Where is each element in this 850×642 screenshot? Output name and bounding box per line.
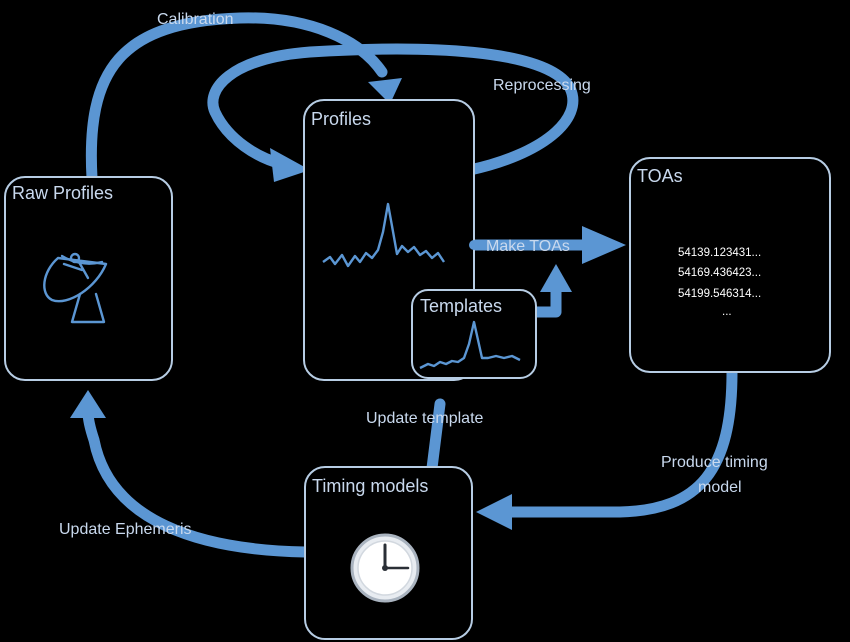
raw-profiles-title: Raw Profiles [12,183,113,203]
templates-box [411,289,537,379]
profiles-title: Profiles [311,109,371,129]
toas-title: TOAs [637,166,683,186]
produce-timing-model-arrow [504,366,738,518]
reprocessing-label: Reprocessing [493,77,591,94]
reprocessing-arrowhead [270,148,310,182]
calibration-arrowhead [368,78,402,104]
toa-value: 54199.546314... [678,288,761,300]
produce-timing-model-label: Produce timing [661,454,768,471]
make-toas-connector-dot [469,240,479,250]
toas-box [629,157,831,373]
update-ephemeris-label: Update Ephemeris [59,521,192,538]
produce-timing-model-arrowhead [476,494,512,530]
profile-waveform [322,202,445,268]
make-toas-label: Make TOAs [486,238,570,255]
update-ephemeris-arrow [82,406,311,558]
templates-title: Templates [420,296,502,316]
toa-value: 54139.123431... [678,247,761,259]
reprocessing-arrow [207,43,579,176]
update-template-label: Update template [366,410,484,427]
calibration-label: Calibration [157,11,233,28]
calibration-arrow [85,12,388,184]
toa-value: 54169.436423... [678,267,761,279]
templates-to-toas-arrowhead [540,264,572,292]
template-waveform [419,320,521,370]
templates-to-toas-arrow [526,282,562,318]
satellite-dish-icon [43,252,108,324]
toa-value: ... [722,306,732,318]
produce-timing-model-label-line2: model [698,479,742,496]
update-template-arrow [426,398,446,474]
update-ephemeris-arrowhead [70,390,106,418]
timing-models-title: Timing models [312,476,428,496]
clock-icon [350,533,420,603]
make-toas-arrowhead [582,226,626,264]
